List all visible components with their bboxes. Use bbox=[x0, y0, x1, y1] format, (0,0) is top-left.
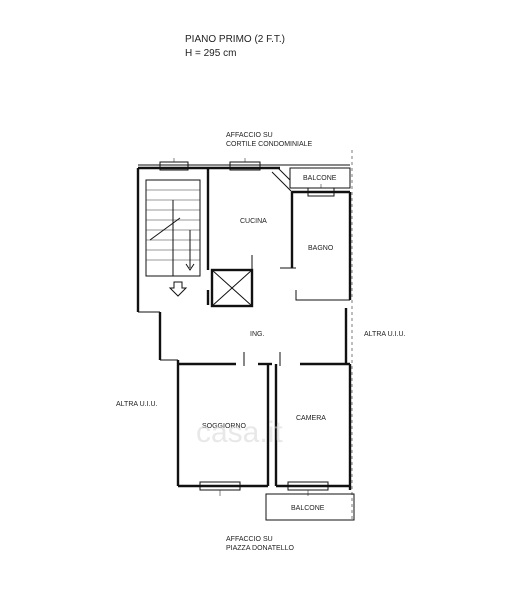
ceiling-height: H = 295 cm bbox=[185, 48, 236, 59]
elevator-cross-b bbox=[211, 269, 253, 307]
balcony-bottom-label: BALCONE bbox=[291, 505, 325, 512]
stair-treads bbox=[146, 189, 200, 276]
room-label-soggiorno: SOGGIORNO bbox=[202, 423, 247, 430]
plan-title: PIANO PRIMO (2 F.T.) bbox=[185, 34, 285, 45]
bathroom-bottom-wall bbox=[295, 290, 350, 301]
bottom-facing-label-1: AFFACCIO SU bbox=[226, 536, 273, 543]
room-label-ingresso: ING. bbox=[250, 331, 264, 338]
balcony-bottom bbox=[265, 493, 355, 521]
balcony-top bbox=[289, 167, 351, 189]
balcony-door bbox=[271, 171, 293, 193]
stair-cut-line bbox=[149, 217, 181, 241]
room-label-bagno: BAGNO bbox=[308, 245, 334, 252]
stair-arrow-icon bbox=[185, 230, 195, 271]
room-label-camera: CAMERA bbox=[296, 415, 326, 422]
room-label-cucina: CUCINA bbox=[240, 218, 267, 225]
top-facing-label-1: AFFACCIO SU bbox=[226, 132, 273, 139]
bottom-facing-label-2: PIAZZA DONATELLO bbox=[226, 545, 294, 552]
balcony-door-leaf bbox=[277, 167, 291, 181]
right-other-unit: ALTRA U.I.U. bbox=[364, 331, 406, 338]
left-other-unit: ALTRA U.I.U. bbox=[116, 401, 158, 408]
balcony-top-label: BALCONE bbox=[303, 175, 337, 182]
elevator-shaft bbox=[210, 268, 254, 308]
top-facing-label-2: CORTILE CONDOMINIALE bbox=[226, 141, 313, 148]
watermark-logo: casa.it bbox=[196, 416, 283, 449]
entrance-arrow-icon bbox=[168, 281, 188, 297]
hall-door-jambs bbox=[243, 352, 281, 366]
